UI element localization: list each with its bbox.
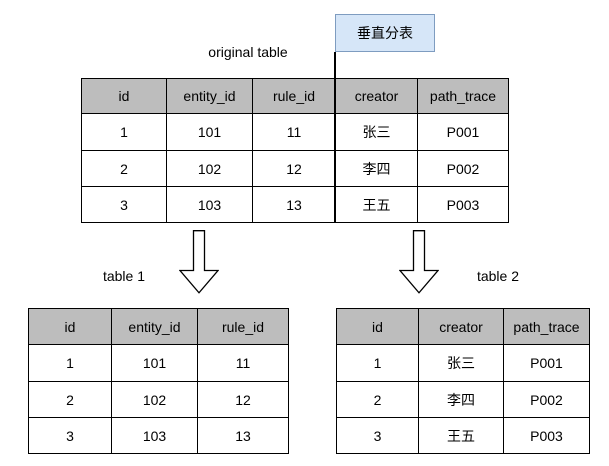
- table-cell: 1: [336, 344, 419, 382]
- table-cell: 11: [197, 344, 289, 382]
- column-header: entity_id: [111, 308, 198, 345]
- table-row: 1 张三 P001: [336, 344, 590, 382]
- table-cell: 101: [111, 344, 198, 382]
- column-header: creator: [335, 78, 418, 114]
- table-cell: 2: [336, 381, 419, 418]
- down-arrow-icon: [179, 230, 219, 294]
- table-cell: 3: [28, 417, 112, 454]
- table-cell: 102: [111, 381, 198, 418]
- table-row: 3 王五 P003: [336, 417, 590, 454]
- table-cell: 13: [252, 186, 336, 223]
- table-cell: 103: [111, 417, 198, 454]
- table-row: 3 103 13: [28, 417, 289, 454]
- table-cell: 11: [252, 113, 336, 151]
- table-cell: P003: [417, 186, 509, 223]
- original-table: id entity_id rule_id creator path_trace …: [81, 78, 509, 223]
- table-cell: 1: [81, 113, 167, 151]
- table-cell: 2: [28, 381, 112, 418]
- table-row: 1 101 11: [28, 344, 289, 382]
- table-cell: 12: [252, 150, 336, 187]
- column-header: id: [28, 308, 112, 345]
- column-header: path_trace: [503, 308, 590, 345]
- column-header: path_trace: [417, 78, 509, 114]
- column-header: rule_id: [252, 78, 336, 114]
- table-cell: P002: [417, 150, 509, 187]
- table-cell: 王五: [335, 186, 418, 223]
- table-cell: 3: [81, 186, 167, 223]
- table1-header-row: id entity_id rule_id: [28, 308, 289, 345]
- column-header: creator: [418, 308, 504, 345]
- table-row: 2 102 12 李四 P002: [81, 150, 509, 187]
- table-cell: 13: [197, 417, 289, 454]
- table-cell: P001: [417, 113, 509, 151]
- table-cell: 李四: [418, 381, 504, 418]
- table2-label: table 2: [476, 268, 520, 284]
- table-cell: 1: [28, 344, 112, 382]
- table-row: 2 李四 P002: [336, 381, 590, 418]
- table-row: 1 101 11 张三 P001: [81, 113, 509, 151]
- original-table-header-row: id entity_id rule_id creator path_trace: [81, 78, 509, 114]
- table-cell: 101: [166, 113, 253, 151]
- table-row: 3 103 13 王五 P003: [81, 186, 509, 223]
- original-table-label: original table: [208, 44, 288, 60]
- table-cell: 王五: [418, 417, 504, 454]
- table-cell: 张三: [418, 344, 504, 382]
- table2-header-row: id creator path_trace: [336, 308, 590, 345]
- table-cell: P003: [503, 417, 590, 454]
- down-arrow-icon: [399, 230, 439, 294]
- table-cell: 李四: [335, 150, 418, 187]
- column-header: entity_id: [166, 78, 253, 114]
- table-row: 2 102 12: [28, 381, 289, 418]
- table-cell: 张三: [335, 113, 418, 151]
- table-cell: P002: [503, 381, 590, 418]
- table-cell: 2: [81, 150, 167, 187]
- column-header: id: [336, 308, 419, 345]
- table-cell: 102: [166, 150, 253, 187]
- vertical-split-line: [334, 52, 336, 222]
- table-cell: P001: [503, 344, 590, 382]
- vertical-split-callout: 垂直分表: [335, 14, 435, 52]
- table1-label: table 1: [102, 268, 146, 284]
- table-cell: 103: [166, 186, 253, 223]
- table-1: id entity_id rule_id 1 101 11 2 102 12 3…: [28, 308, 289, 454]
- table-cell: 12: [197, 381, 289, 418]
- table-2: id creator path_trace 1 张三 P001 2 李四 P00…: [336, 308, 590, 454]
- column-header: id: [81, 78, 167, 114]
- table-cell: 3: [336, 417, 419, 454]
- column-header: rule_id: [197, 308, 289, 345]
- vertical-split-callout-label: 垂直分表: [357, 25, 413, 41]
